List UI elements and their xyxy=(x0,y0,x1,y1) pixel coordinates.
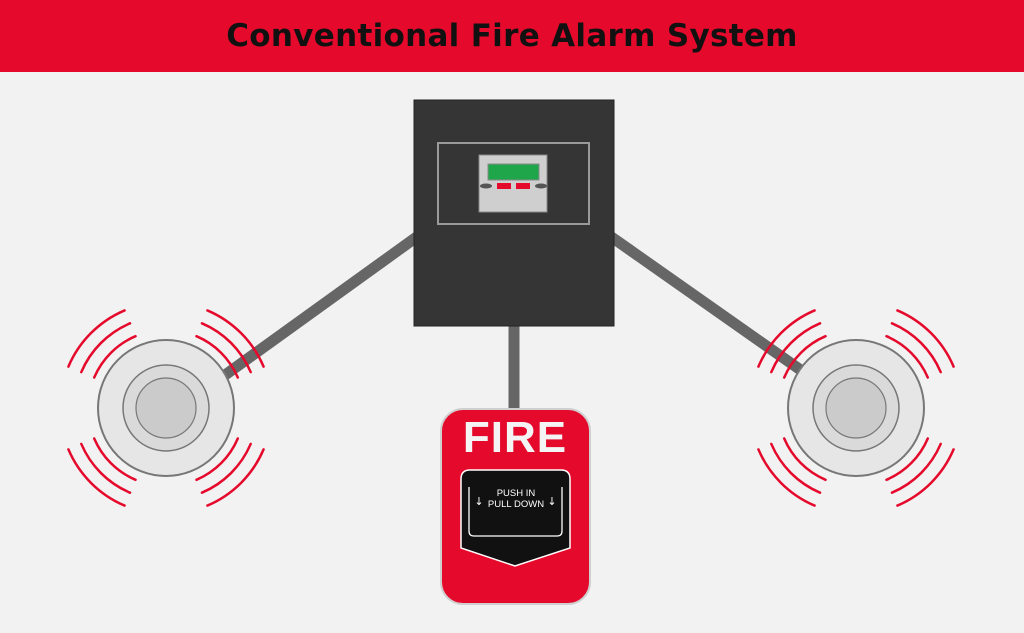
manual-pull-station-icon: FIRE PUSH IN PULL DOWN ↓ ↓ xyxy=(440,408,591,605)
sound-waves-icon xyxy=(67,309,265,507)
control-panel-icon xyxy=(413,99,615,327)
sound-wave-arc xyxy=(890,322,942,374)
sound-wave-arc xyxy=(67,448,126,507)
arrow-down-icon: ↓ xyxy=(474,495,483,508)
sound-wave-arc xyxy=(200,442,252,494)
sound-wave-arc xyxy=(206,309,265,368)
sound-wave-arc xyxy=(195,437,240,482)
smoke-detector-icon xyxy=(97,339,235,477)
pull-station-instruction: PUSH IN xyxy=(497,488,536,499)
sound-wave-arc xyxy=(92,334,137,379)
sound-waves-icon xyxy=(757,309,955,507)
sound-wave-arc xyxy=(67,309,126,368)
sound-wave-arc xyxy=(885,437,930,482)
sound-wave-arc xyxy=(92,437,137,482)
wire-right xyxy=(606,231,816,383)
sound-wave-arc xyxy=(885,334,930,379)
sound-wave-arc xyxy=(782,334,827,379)
panel-button xyxy=(497,183,511,189)
sound-wave-arc xyxy=(757,448,816,507)
sound-wave-arc xyxy=(770,442,822,494)
smoke-detector-icon xyxy=(787,339,925,477)
sound-wave-arc xyxy=(782,437,827,482)
pull-station-label: FIRE xyxy=(463,413,567,462)
sound-wave-arc xyxy=(195,334,240,379)
sound-wave-arc xyxy=(757,309,816,368)
sound-wave-arc xyxy=(890,442,942,494)
arrow-down-icon: ↓ xyxy=(547,495,556,508)
panel-button xyxy=(516,183,530,189)
panel-display xyxy=(487,163,540,181)
sound-wave-arc xyxy=(80,322,132,374)
sound-wave-arc xyxy=(896,309,955,368)
sound-wave-arc xyxy=(770,322,822,374)
pull-station-instruction: PULL DOWN xyxy=(488,499,544,510)
wires xyxy=(210,231,816,412)
diagram-title: Conventional Fire Alarm System xyxy=(226,18,798,54)
sound-wave-arc xyxy=(80,442,132,494)
sound-wave-arc xyxy=(200,322,252,374)
sound-wave-arc xyxy=(206,448,265,507)
wire-left xyxy=(210,231,422,388)
sound-wave-arc xyxy=(896,448,955,507)
title-banner: Conventional Fire Alarm System xyxy=(0,0,1024,72)
